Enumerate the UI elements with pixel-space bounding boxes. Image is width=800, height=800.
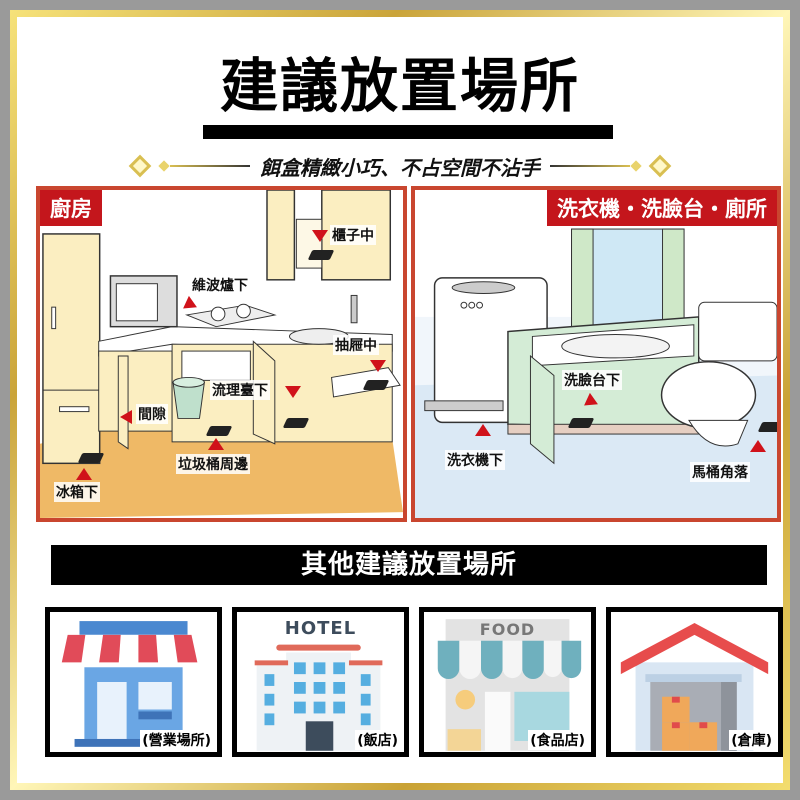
other-places-heading: 其他建議放置場所 bbox=[51, 545, 767, 585]
poster: 建議放置場所 餌盒精緻小巧、不占空間不沾手 廚房 bbox=[17, 17, 783, 783]
bathroom-tag: 洗衣機・洗臉台・廁所 bbox=[547, 190, 777, 226]
subtitle: 餌盒精緻小巧、不占空間不沾手 bbox=[260, 155, 540, 180]
label-sink-cabinet: 流理臺下 bbox=[210, 380, 270, 400]
label-washbasin: 洗臉台下 bbox=[562, 370, 622, 390]
hotel-icon bbox=[254, 644, 383, 751]
card-label-food-store: (食品店) bbox=[528, 730, 587, 750]
kitchen-panel: 廚房 bbox=[36, 186, 407, 522]
arrow-left-icon bbox=[120, 410, 132, 424]
card-business: (營業場所) bbox=[45, 607, 222, 757]
food-store-icon bbox=[437, 619, 582, 751]
arrow-up-icon bbox=[208, 438, 224, 450]
bathroom-panel: 洗衣機・洗臉台・廁所 bbox=[411, 186, 781, 522]
label-trash: 垃圾桶周邊 bbox=[176, 454, 250, 474]
card-warehouse: (倉庫) bbox=[606, 607, 783, 757]
storefront-icon bbox=[61, 621, 206, 747]
label-microwave: 維波爐下 bbox=[190, 275, 250, 295]
title-underline bbox=[203, 125, 613, 139]
label-drawer: 抽屜中 bbox=[333, 335, 379, 355]
arrow-up-icon bbox=[750, 440, 766, 452]
subtitle-row: 餌盒精緻小巧、不占空間不沾手 bbox=[17, 149, 783, 183]
arrow-down-icon bbox=[285, 386, 301, 398]
card-hotel: HOTEL (飯店) bbox=[232, 607, 409, 757]
label-washer: 洗衣機下 bbox=[445, 450, 505, 470]
card-food-store: FOOD (食品店) bbox=[419, 607, 596, 757]
ornament-left-icon bbox=[128, 154, 250, 178]
gold-frame: 建議放置場所 餌盒精緻小巧、不占空間不沾手 廚房 bbox=[10, 10, 790, 790]
label-cabinet: 櫃子中 bbox=[330, 225, 376, 245]
ornament-right-icon bbox=[550, 154, 672, 178]
label-toilet: 馬桶角落 bbox=[690, 462, 750, 482]
arrow-down-icon bbox=[312, 230, 328, 242]
other-places-cards: (營業場所) HOTEL (飯店) bbox=[45, 607, 783, 757]
food-sign: FOOD bbox=[479, 620, 536, 639]
arrow-up-icon bbox=[475, 424, 491, 436]
label-gap: 間隙 bbox=[136, 404, 168, 424]
card-label-business: (營業場所) bbox=[140, 730, 213, 750]
arrow-up-icon bbox=[76, 468, 92, 480]
bait-box-icon bbox=[757, 422, 777, 432]
card-label-hotel: (飯店) bbox=[355, 730, 400, 750]
kitchen-tag: 廚房 bbox=[40, 190, 102, 226]
arrow-down-icon bbox=[370, 360, 386, 372]
label-fridge: 冰箱下 bbox=[54, 482, 100, 502]
page-title: 建議放置場所 bbox=[219, 52, 580, 120]
hotel-sign: HOTEL bbox=[284, 618, 357, 639]
bathroom-illustration bbox=[415, 190, 777, 518]
card-label-warehouse: (倉庫) bbox=[729, 730, 774, 750]
